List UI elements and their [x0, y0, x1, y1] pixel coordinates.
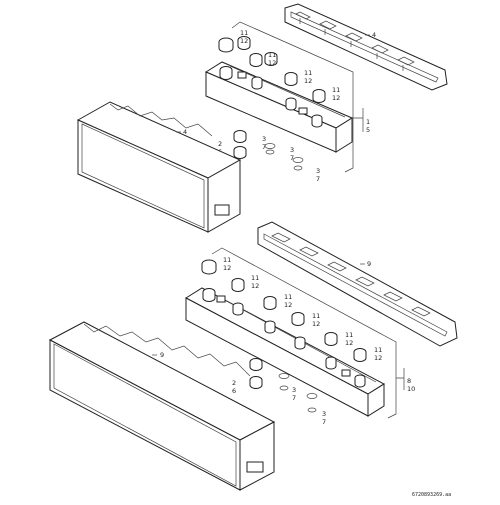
- callout-7-top-b: 7: [290, 154, 294, 162]
- callout-11-g: 11: [284, 293, 292, 301]
- callout-4-top-rear: 4: [372, 31, 376, 39]
- callout-6-bottom: 6: [232, 387, 236, 395]
- callout-11-i: 11: [345, 331, 353, 339]
- callout-10: 10: [407, 385, 415, 393]
- callout-7-bottom-b: 7: [322, 418, 326, 426]
- callout-4-top-front: 4: [183, 128, 187, 136]
- top-lower-fittings: [233, 130, 304, 171]
- callout-8: 8: [407, 377, 411, 385]
- callout-12-i: 12: [345, 339, 353, 347]
- callout-1: 1: [366, 118, 370, 126]
- top-fitting-group: [218, 36, 326, 128]
- callout-12-f: 12: [251, 282, 259, 290]
- top-front-insulation-shell: [76, 101, 242, 233]
- callout-5: 5: [366, 126, 370, 134]
- callout-12-g: 12: [284, 301, 292, 309]
- callout-12-a: 12: [240, 37, 248, 45]
- callout-12-d: 12: [332, 94, 340, 102]
- callout-11-b: 11: [268, 51, 276, 59]
- callout-12-b: 12: [268, 59, 276, 67]
- callout-2-top: 2: [218, 140, 222, 148]
- bottom-fitting-group: [201, 259, 367, 388]
- drawing-reference-number: 6720893269.aa: [412, 492, 451, 498]
- callout-3-top-a: 3: [262, 135, 266, 143]
- callout-7-top-c: 7: [316, 175, 320, 183]
- callout-11-e: 11: [223, 256, 231, 264]
- callout-3-bottom-a: 3: [292, 386, 296, 394]
- bottom-rear-insulation-shell: [257, 221, 458, 347]
- callout-11-a: 11: [240, 29, 248, 37]
- callout-7-top-a: 7: [262, 143, 266, 151]
- callout-12-e: 12: [223, 264, 231, 272]
- top-rear-insulation-shell: [284, 3, 448, 91]
- callout-9-bottom-front: 9: [160, 351, 164, 359]
- callout-11-j: 11: [374, 346, 382, 354]
- callout-7-bottom-a: 7: [292, 394, 296, 402]
- callout-3-top-c: 3: [316, 167, 320, 175]
- callout-11-d: 11: [332, 86, 340, 94]
- bottom-lower-fittings: [249, 358, 318, 413]
- callout-2-bottom: 2: [232, 379, 236, 387]
- callout-3-bottom-b: 3: [322, 410, 326, 418]
- callout-12-h: 12: [312, 320, 320, 328]
- callout-11-h: 11: [312, 312, 320, 320]
- callout-11-f: 11: [251, 274, 259, 282]
- bottom-front-insulation-shell: [48, 321, 276, 491]
- callout-11-c: 11: [304, 69, 312, 77]
- callout-9-bottom-rear: 9: [367, 260, 371, 268]
- callout-3-top-b: 3: [290, 146, 294, 154]
- callout-12-j: 12: [374, 354, 382, 362]
- callout-12-c: 12: [304, 77, 312, 85]
